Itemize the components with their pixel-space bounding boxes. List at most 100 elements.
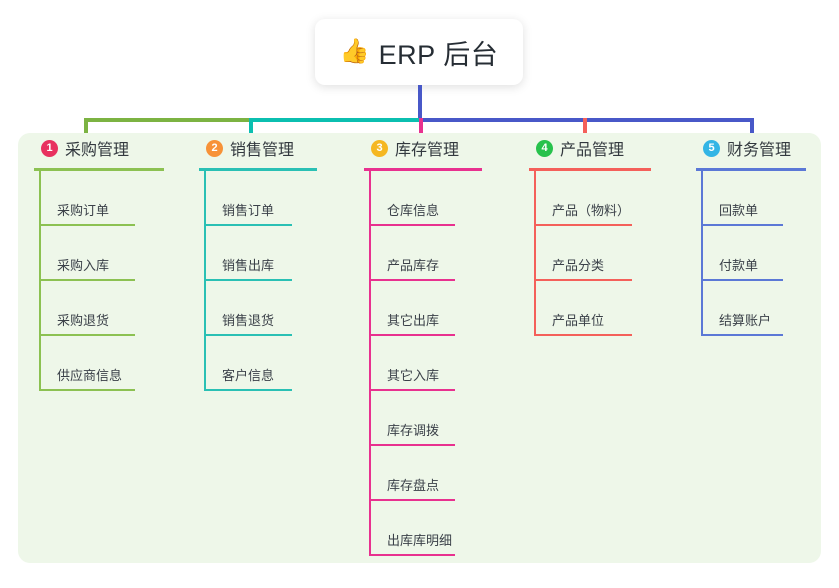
branch-item-underline: [204, 389, 292, 391]
branch-item[interactable]: 销售订单: [196, 171, 336, 226]
branch-item-underline: [534, 279, 632, 281]
branch-item[interactable]: 产品（物料）: [526, 171, 666, 226]
branch-item-label: 采购订单: [57, 203, 110, 218]
branch-spine: [204, 171, 206, 391]
branch-item-underline: [369, 499, 455, 501]
branch-item-label: 付款单: [719, 258, 759, 273]
branch-item-underline: [204, 334, 292, 336]
branch-item-label: 仓库信息: [387, 203, 440, 218]
branch-item[interactable]: 库存调拨: [361, 391, 496, 446]
branch-underline: [34, 168, 164, 171]
branch-items: 采购订单采购入库采购退货供应商信息: [31, 171, 179, 391]
branch-item-underline: [39, 389, 135, 391]
branch-item[interactable]: 客户信息: [196, 336, 336, 391]
branch-drop-connector-2: [249, 118, 253, 144]
branch-item-underline: [369, 444, 455, 446]
branch-item-underline: [534, 334, 632, 336]
branch-item-label: 采购退货: [57, 313, 110, 328]
branch-column-1: 1 采购管理采购订单采购入库采购退货供应商信息: [31, 133, 179, 391]
branch-item-label: 销售订单: [222, 203, 275, 218]
branch-drop-connector-3: [419, 118, 423, 144]
branch-item[interactable]: 产品库存: [361, 226, 496, 281]
branch-item-label: 其它出库: [387, 313, 440, 328]
branch-item-label: 产品（物料）: [552, 203, 631, 218]
branch-item-label: 产品单位: [552, 313, 605, 328]
branch-item[interactable]: 其它入库: [361, 336, 496, 391]
branch-items: 产品（物料） 产品分类产品单位: [526, 171, 666, 336]
branch-item-underline: [204, 279, 292, 281]
branch-item-label: 采购入库: [57, 258, 110, 273]
branch-spine: [701, 171, 703, 336]
branch-column-5: 5 财务管理回款单付款单结算账户: [693, 133, 813, 336]
branch-item-underline: [701, 279, 783, 281]
branch-title: 销售管理: [230, 142, 295, 159]
branch-title: 采购管理: [65, 142, 130, 159]
branch-item-label: 产品分类: [552, 258, 605, 273]
branch-item-underline: [204, 224, 292, 226]
branch-items: 销售订单销售出库销售退货客户信息: [196, 171, 336, 391]
branch-item-label: 回款单: [719, 203, 759, 218]
branch-underline: [696, 168, 806, 171]
bus-connector-segment-2: [249, 118, 421, 122]
branch-header-2[interactable]: 2 销售管理: [196, 133, 336, 163]
branch-badge-5: 5: [703, 139, 720, 157]
branch-item-label: 其它入库: [387, 368, 440, 383]
branch-item[interactable]: 结算账户: [693, 281, 813, 336]
branch-item-underline: [369, 554, 455, 556]
branch-title: 产品管理: [560, 142, 625, 159]
branch-item[interactable]: 回款单: [693, 171, 813, 226]
branch-drop-connector-5: [750, 118, 754, 144]
branch-item-label: 销售出库: [222, 258, 275, 273]
branch-item[interactable]: 采购退货: [31, 281, 179, 336]
branch-item-underline: [701, 224, 783, 226]
branch-item[interactable]: 仓库信息: [361, 171, 496, 226]
branch-spine: [534, 171, 536, 336]
branch-item[interactable]: 其它出库: [361, 281, 496, 336]
branch-item-label: 出库库明细: [387, 533, 453, 548]
root-node-content: 👍 ERP 后台: [340, 33, 498, 72]
branches-panel: 1 采购管理采购订单采购入库采购退货供应商信息 2 销售管理销售订单销售出库销售退货…: [18, 133, 821, 563]
branch-badge-2: 2: [206, 139, 223, 157]
branch-header-5[interactable]: 5 财务管理: [693, 133, 813, 163]
branch-header-1[interactable]: 1 采购管理: [31, 133, 179, 163]
branch-underline: [199, 168, 317, 171]
root-node[interactable]: 👍 ERP 后台: [315, 19, 523, 85]
branch-item[interactable]: 库存盘点: [361, 446, 496, 501]
branch-item-underline: [701, 334, 783, 336]
branch-item-underline: [369, 389, 455, 391]
branch-item-underline: [369, 334, 455, 336]
branch-column-2: 2 销售管理销售订单销售出库销售退货客户信息: [196, 133, 336, 391]
branch-items: 仓库信息产品库存其它出库其它入库库存调拨库存盘点出库库明细: [361, 171, 496, 556]
branch-underline: [364, 168, 482, 171]
branch-item[interactable]: 产品单位: [526, 281, 666, 336]
branch-item[interactable]: 出库库明细: [361, 501, 496, 556]
branch-item[interactable]: 销售出库: [196, 226, 336, 281]
root-stem-connector: [418, 85, 422, 120]
branch-item-underline: [39, 334, 135, 336]
branch-title: 财务管理: [727, 142, 792, 159]
branch-item[interactable]: 采购订单: [31, 171, 179, 226]
branch-item[interactable]: 供应商信息: [31, 336, 179, 391]
branch-item-underline: [534, 224, 632, 226]
branch-item[interactable]: 销售退货: [196, 281, 336, 336]
branch-item[interactable]: 采购入库: [31, 226, 179, 281]
branch-badge-1: 1: [41, 139, 58, 157]
branch-item[interactable]: 付款单: [693, 226, 813, 281]
branch-items: 回款单付款单结算账户: [693, 171, 813, 336]
branch-item-label: 库存调拨: [387, 423, 440, 438]
branch-spine: [39, 171, 41, 391]
branch-item-label: 客户信息: [222, 368, 275, 383]
branch-item-label: 销售退货: [222, 313, 275, 328]
branch-item[interactable]: 产品分类: [526, 226, 666, 281]
branch-badge-3: 3: [371, 139, 388, 157]
branch-item-underline: [369, 224, 455, 226]
branch-item-underline: [39, 279, 135, 281]
branch-item-underline: [39, 224, 135, 226]
branch-item-label: 供应商信息: [57, 368, 123, 383]
thumbs-up-icon: 👍: [339, 38, 370, 65]
bus-connector-segment-1: [84, 118, 251, 122]
